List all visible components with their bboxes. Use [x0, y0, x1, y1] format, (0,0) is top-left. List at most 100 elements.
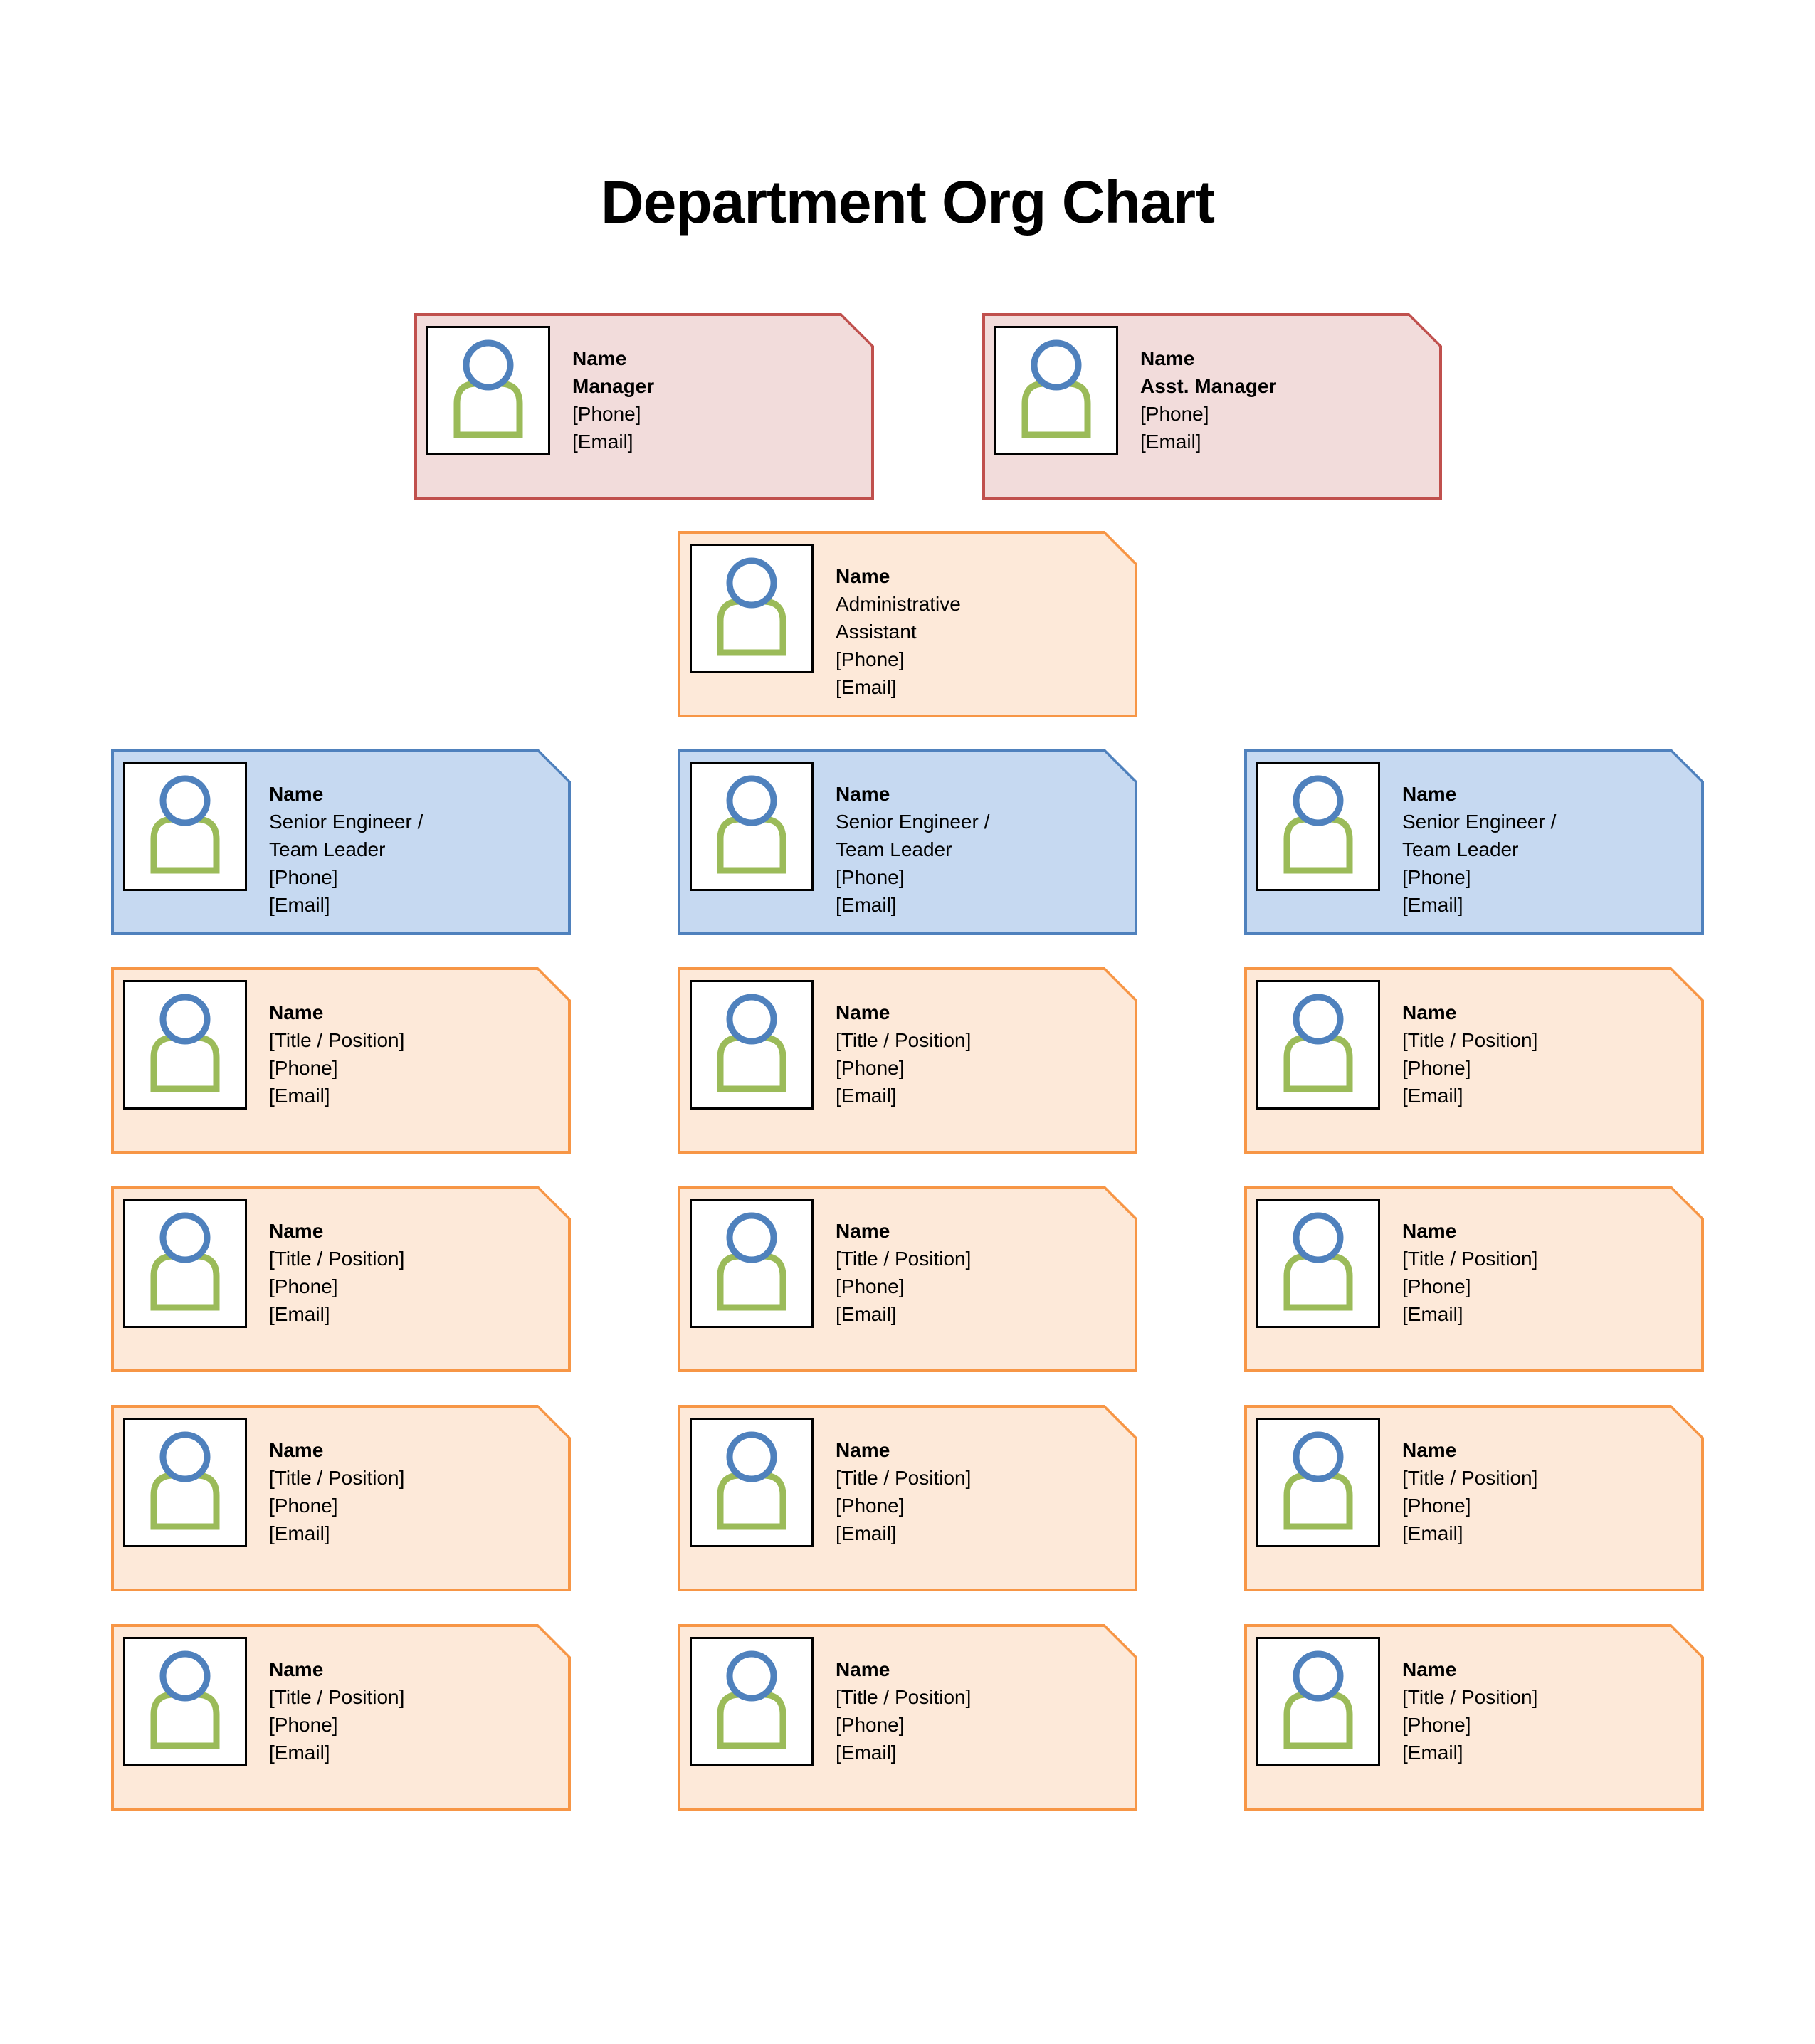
card-role-label: [Title / Position] [269, 1467, 405, 1489]
photo-placeholder-box [426, 326, 550, 455]
org-card-team-member: Name [Title / Position] [Phone] [Email] [678, 1624, 1137, 1811]
card-phone-label: [Phone] [836, 1275, 905, 1297]
card-info: Name Administrative Assistant [Phone] [E… [836, 562, 1120, 701]
card-email-label: [Email] [269, 1085, 330, 1107]
card-role-label: [Title / Position] [1402, 1248, 1538, 1270]
card-email-label: [Email] [836, 676, 897, 698]
card-phone-label: [Phone] [836, 648, 905, 670]
card-info: Name [Title / Position] [Phone] [Email] [836, 1436, 1120, 1547]
org-card-asst-manager: Name Asst. Manager [Phone] [Email] [982, 313, 1442, 500]
card-phone-label: [Phone] [836, 1714, 905, 1736]
card-info: Name [Title / Position] [Phone] [Email] [836, 999, 1120, 1110]
card-info: Name Manager [Phone] [Email] [572, 344, 857, 455]
card-role-label: [Title / Position] [836, 1686, 972, 1708]
card-name-label: Name [836, 1220, 890, 1242]
photo-placeholder-box [123, 980, 247, 1110]
card-info: Name [Title / Position] [Phone] [Email] [836, 1655, 1120, 1766]
card-role-label: Assistant [836, 621, 917, 643]
person-silhouette-icon [150, 1212, 220, 1311]
card-email-label: [Email] [572, 431, 633, 453]
card-email-label: [Email] [836, 1742, 897, 1764]
card-info: Name [Title / Position] [Phone] [Email] [1402, 1217, 1687, 1328]
card-phone-label: [Phone] [572, 403, 641, 425]
card-email-label: [Email] [1402, 1522, 1463, 1544]
photo-placeholder-box [123, 1199, 247, 1328]
org-card-team-member: Name [Title / Position] [Phone] [Email] [111, 1186, 571, 1372]
person-silhouette-icon [717, 1212, 786, 1311]
card-name-label: Name [269, 1001, 324, 1023]
card-role-label: [Title / Position] [1402, 1467, 1538, 1489]
org-card-team-member: Name [Title / Position] [Phone] [Email] [1244, 1405, 1704, 1591]
page-title: Department Org Chart [600, 169, 1215, 236]
card-role-label: [Title / Position] [1402, 1029, 1538, 1051]
card-role-label: Senior Engineer / [269, 811, 424, 833]
card-email-label: [Email] [1140, 431, 1201, 453]
card-phone-label: [Phone] [269, 1057, 338, 1079]
card-phone-label: [Phone] [1402, 1057, 1471, 1079]
card-info: Name [Title / Position] [Phone] [Email] [1402, 1655, 1687, 1766]
card-name-label: Name [836, 783, 890, 805]
card-phone-label: [Phone] [1402, 1714, 1471, 1736]
org-card-team-member: Name [Title / Position] [Phone] [Email] [111, 1624, 571, 1811]
card-email-label: [Email] [836, 1303, 897, 1325]
card-phone-label: [Phone] [836, 1495, 905, 1517]
card-name-label: Name [269, 1658, 324, 1680]
photo-placeholder-box [1256, 762, 1380, 891]
person-silhouette-icon [1021, 339, 1091, 438]
photo-placeholder-box [690, 980, 814, 1110]
card-info: Name [Title / Position] [Phone] [Email] [269, 999, 554, 1110]
photo-placeholder-box [690, 1418, 814, 1547]
card-name-label: Name [836, 565, 890, 587]
card-phone-label: [Phone] [269, 866, 338, 888]
card-email-label: [Email] [269, 1303, 330, 1325]
card-name-label: Name [836, 1658, 890, 1680]
card-email-label: [Email] [1402, 894, 1463, 916]
card-role-label: Senior Engineer / [1402, 811, 1557, 833]
card-role-label: Team Leader [1402, 838, 1519, 860]
card-phone-label: [Phone] [1140, 403, 1209, 425]
card-phone-label: [Phone] [269, 1495, 338, 1517]
card-phone-label: [Phone] [836, 1057, 905, 1079]
person-silhouette-icon [1283, 994, 1353, 1092]
card-role-label: Team Leader [269, 838, 386, 860]
person-silhouette-icon [717, 1431, 786, 1530]
photo-placeholder-box [1256, 1199, 1380, 1328]
person-silhouette-icon [150, 775, 220, 874]
person-silhouette-icon [150, 1650, 220, 1749]
card-name-label: Name [1402, 1658, 1457, 1680]
person-silhouette-icon [1283, 775, 1353, 874]
card-name-label: Name [1402, 1439, 1457, 1461]
person-silhouette-icon [453, 339, 523, 438]
card-phone-label: [Phone] [836, 866, 905, 888]
person-silhouette-icon [717, 557, 786, 656]
org-card-team-lead: Name Senior Engineer / Team Leader [Phon… [678, 749, 1137, 935]
person-silhouette-icon [717, 994, 786, 1092]
card-info: Name [Title / Position] [Phone] [Email] [1402, 1436, 1687, 1547]
person-silhouette-icon [150, 994, 220, 1092]
org-card-team-member: Name [Title / Position] [Phone] [Email] [1244, 967, 1704, 1154]
org-card-team-member: Name [Title / Position] [Phone] [Email] [678, 967, 1137, 1154]
photo-placeholder-box [1256, 1637, 1380, 1766]
card-role-label: [Title / Position] [269, 1248, 405, 1270]
card-name-label: Name [269, 783, 324, 805]
photo-placeholder-box [690, 762, 814, 891]
card-email-label: [Email] [1402, 1742, 1463, 1764]
card-email-label: [Email] [269, 894, 330, 916]
card-role-label: Manager [572, 375, 655, 397]
card-name-label: Name [269, 1439, 324, 1461]
org-card-team-member: Name [Title / Position] [Phone] [Email] [678, 1186, 1137, 1372]
person-silhouette-icon [1283, 1212, 1353, 1311]
photo-placeholder-box [690, 1637, 814, 1766]
card-role-label: [Title / Position] [836, 1248, 972, 1270]
card-info: Name Senior Engineer / Team Leader [Phon… [1402, 780, 1687, 919]
photo-placeholder-box [1256, 1418, 1380, 1547]
org-card-team-member: Name [Title / Position] [Phone] [Email] [1244, 1624, 1704, 1811]
card-name-label: Name [1402, 783, 1457, 805]
card-name-label: Name [269, 1220, 324, 1242]
org-card-team-member: Name [Title / Position] [Phone] [Email] [111, 967, 571, 1154]
card-role-label: [Title / Position] [836, 1467, 972, 1489]
card-name-label: Name [836, 1439, 890, 1461]
card-role-label: [Title / Position] [269, 1029, 405, 1051]
org-card-team-member: Name [Title / Position] [Phone] [Email] [111, 1405, 571, 1591]
person-silhouette-icon [150, 1431, 220, 1530]
